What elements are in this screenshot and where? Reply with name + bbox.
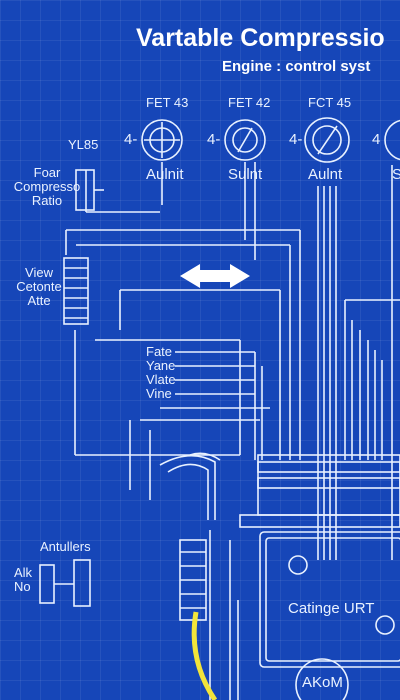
double-arrow-icon [180,264,250,288]
gauge-1 [141,119,183,161]
yellow-cable [191,611,218,700]
gauge-3-code: FCT 45 [308,95,352,110]
bottom-label: AKoM [302,674,343,691]
view-label: View Cetonte Atte [16,265,62,308]
diagram-subtitle: Engine : control syst [222,58,371,75]
gauge-1-code: FET 43 [146,95,189,110]
actuator-label-2: No [14,579,31,594]
signal-label-1: Fate [146,344,173,359]
gauge-3 [304,117,350,163]
gauge-1-side: 4- [124,131,138,148]
gauge-2-side: 4- [207,131,221,148]
signal-label-2: Yane [146,358,176,373]
gauge-3-caption: Aulnt [308,166,343,183]
gauge-4-caption: S [392,166,400,183]
yl-code: YL85 [68,137,99,152]
gauge-2-caption: Sulnt [228,166,263,183]
gauge-4 [384,119,400,161]
unit-label: Catinge URT [288,600,375,617]
gauge-4-side: 4 [372,131,381,148]
gauge-2-code: FET 42 [228,95,271,110]
ratio-label: Foar Compresso Ratio [13,165,81,208]
signal-label-4: Vine [146,386,172,401]
signal-label-3: Vlate [146,372,176,387]
gauge-3-side: 4- [289,131,303,148]
diagram-title: Vartable Compressio [136,24,385,52]
gauge-2 [224,119,266,161]
actuator-label-1: Alk [14,565,33,580]
actuators-title: Antullers [40,539,91,554]
gauge-1-caption: Aulnit [146,166,184,183]
